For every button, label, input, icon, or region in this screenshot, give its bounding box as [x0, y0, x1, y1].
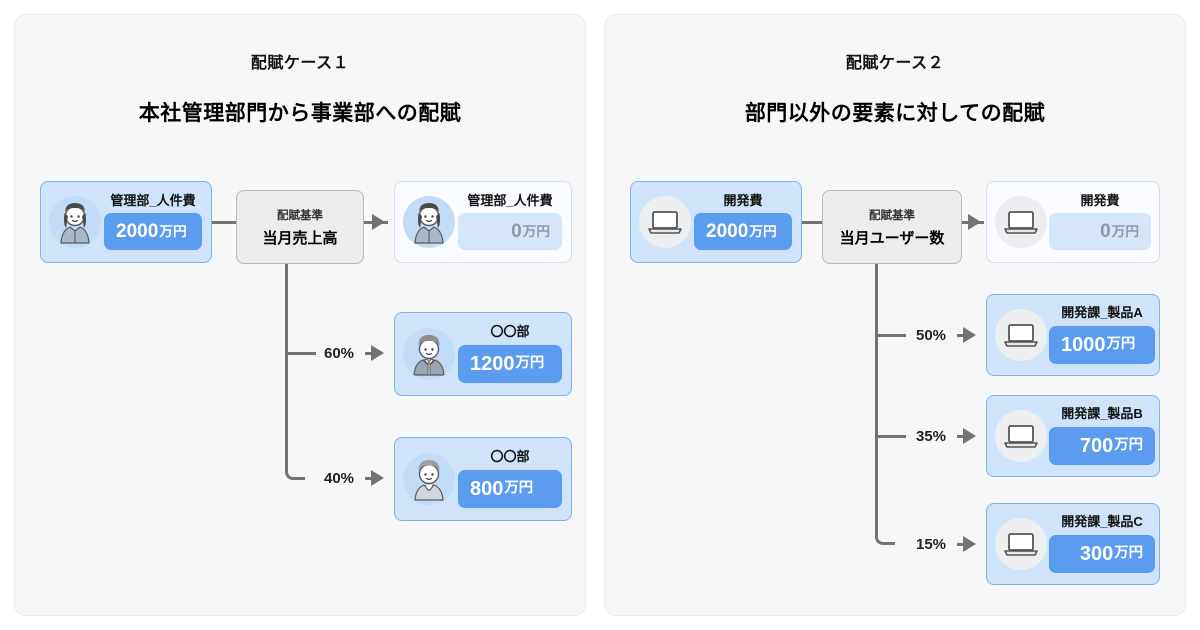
criteria-2-main-label: 当月ユーザー数	[839, 229, 945, 247]
arrow-branch-35	[963, 428, 976, 444]
person-avatar-icon	[403, 196, 455, 248]
branch-percent-35: 35%	[916, 428, 947, 445]
criteria-box-case-2[interactable]: 配賦基準 当月ユーザー数	[822, 190, 962, 264]
panel-1-title: 本社管理部門から事業部への配賦	[138, 102, 462, 125]
branch-node-50-label: 開発課_製品A	[1061, 305, 1143, 321]
person-avatar-icon	[403, 453, 455, 505]
laptop-icon	[639, 196, 691, 248]
branch-node-60-label: 〇〇部	[490, 324, 530, 340]
trunk-segment-2b	[875, 336, 895, 545]
branch-percent-15: 15%	[916, 536, 947, 553]
wire-source-to-criteria-2	[802, 221, 822, 224]
arrow-to-residual-2	[968, 214, 981, 230]
branch-stub-50	[878, 334, 906, 337]
branch-percent-60: 60%	[324, 345, 355, 362]
trunk-segment-2a	[875, 264, 878, 336]
wire-source-to-criteria-1	[212, 221, 236, 224]
criteria-main-label: 当月売上高	[262, 229, 338, 247]
arrow-branch-15	[963, 536, 976, 552]
trunk-segment-1a	[285, 264, 288, 354]
branch-percent-50: 50%	[916, 327, 947, 344]
trunk-segment-1b	[285, 354, 305, 480]
arrow-branch-40	[371, 470, 384, 486]
source-node-label: 管理部_人件費	[110, 192, 196, 208]
laptop-icon	[995, 196, 1047, 248]
laptop-icon	[995, 518, 1047, 570]
person-avatar-icon	[49, 196, 101, 248]
arrow-to-residual-1	[372, 214, 385, 230]
criteria-box-case-1[interactable]: 配賦基準 当月売上高	[236, 190, 364, 264]
branch-node-35-label: 開発課_製品B	[1061, 406, 1143, 422]
arrow-branch-60	[371, 345, 384, 361]
arrow-branch-50	[963, 327, 976, 343]
branch-percent-40: 40%	[324, 470, 355, 487]
residual-node-label: 管理部_人件費	[467, 192, 553, 208]
panel-2-kicker: 配賦ケース２	[845, 55, 945, 72]
branch-node-40-label: 〇〇部	[490, 449, 530, 465]
criteria-2-sub-label: 配賦基準	[869, 209, 915, 222]
laptop-icon	[995, 410, 1047, 462]
residual-node-2-label: 開発費	[1080, 192, 1120, 208]
criteria-sub-label: 配賦基準	[277, 209, 323, 222]
branch-stub-35	[878, 435, 906, 438]
laptop-icon	[995, 309, 1047, 361]
panel-2-title: 部門以外の要素に対しての配賦	[744, 102, 1046, 125]
branch-stub-60	[288, 352, 316, 355]
branch-node-15-label: 開発課_製品C	[1061, 514, 1143, 530]
source-node-2-label: 開発費	[723, 192, 763, 208]
person-avatar-icon	[403, 328, 455, 380]
panel-1-kicker: 配賦ケース１	[250, 55, 350, 72]
